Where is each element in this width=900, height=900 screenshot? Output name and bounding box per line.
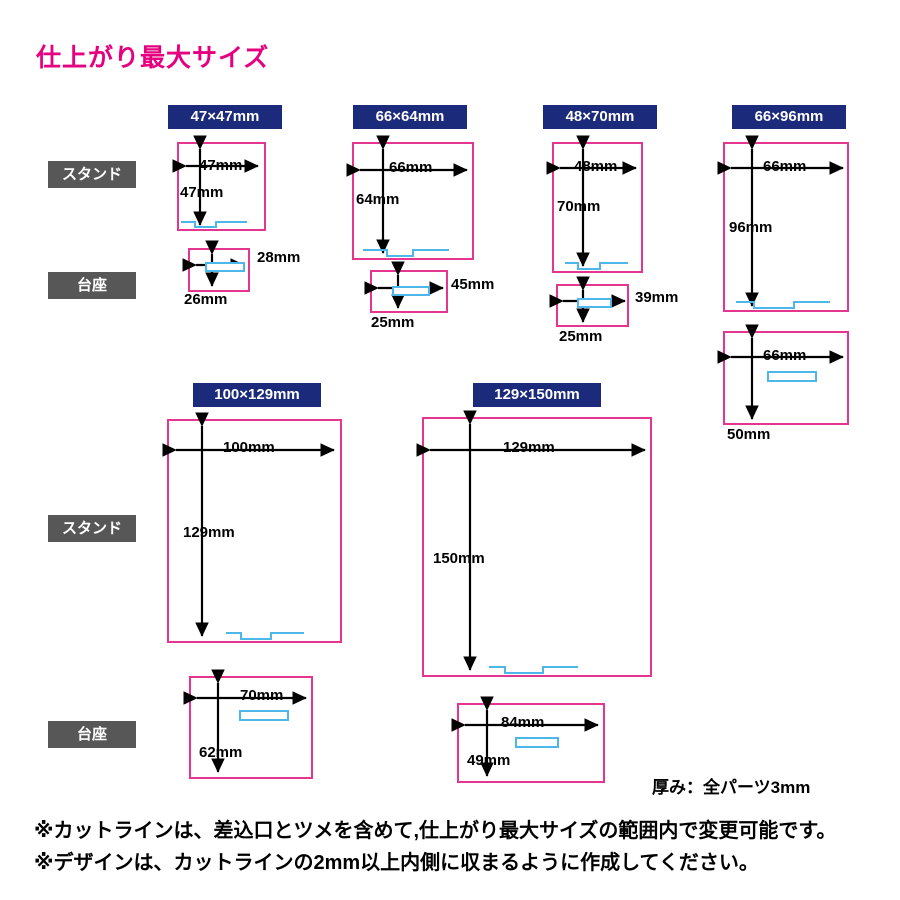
dim-47x47-base-width: 28mm: [256, 249, 302, 266]
row-label-stand-bottom: スタンド: [48, 515, 136, 542]
dim-66x96-base-height: 50mm: [726, 426, 772, 443]
dim-100x129-height: 129mm: [182, 524, 236, 541]
dim-66x64-width: 66mm: [388, 159, 434, 176]
dim-48x70-base-width: 39mm: [634, 289, 680, 306]
dim-48x70-width: 48mm: [573, 158, 619, 175]
column-header-100x129: 100×129mm: [193, 383, 321, 407]
page-title: 仕上がり最大サイズ: [36, 44, 270, 72]
base-outline-47x47: [188, 248, 250, 292]
dim-129x150-height: 150mm: [432, 550, 486, 567]
column-header-66x64: 66×64mm: [353, 105, 467, 129]
dim-100x129-base-height: 62mm: [198, 744, 244, 761]
base-outline-66x96: [723, 331, 849, 425]
dim-66x96-height: 96mm: [728, 219, 774, 236]
dim-129x150-width: 129mm: [502, 439, 556, 456]
dim-47x47-height: 47mm: [179, 184, 225, 201]
row-label-stand-top: スタンド: [48, 161, 136, 188]
dim-66x96-width: 66mm: [762, 158, 808, 175]
dim-47x47-width: 47mm: [198, 157, 244, 174]
dim-66x64-base-height: 25mm: [370, 314, 416, 331]
stand-outline-129x150: [422, 417, 652, 677]
dim-129x150-base-height: 49mm: [466, 752, 512, 769]
dim-100x129-width: 100mm: [222, 439, 276, 456]
column-header-129x150: 129×150mm: [473, 383, 601, 407]
base-outline-48x70: [556, 284, 629, 327]
column-header-47x47: 47×47mm: [168, 105, 282, 129]
column-header-48x70: 48×70mm: [543, 105, 657, 129]
dim-129x150-base-width: 84mm: [500, 714, 546, 731]
dim-47x47-base-height: 26mm: [183, 291, 229, 308]
base-outline-66x64: [370, 270, 448, 313]
dim-48x70-height: 70mm: [556, 198, 602, 215]
note-cutline: ※カットラインは、差込口とツメを含めて,仕上がり最大サイズの範囲内で変更可能です…: [34, 820, 837, 842]
column-header-66x96: 66×96mm: [732, 105, 846, 129]
row-label-base-bottom: 台座: [48, 721, 136, 748]
row-label-base-top: 台座: [48, 272, 136, 299]
dim-66x64-height: 64mm: [355, 191, 401, 208]
dim-100x129-base-width: 70mm: [239, 687, 285, 704]
dim-48x70-base-height: 25mm: [558, 328, 604, 345]
thickness-note: 厚み：全パーツ3mm: [652, 778, 811, 797]
dim-66x64-base-width: 45mm: [450, 276, 496, 293]
note-design-margin: ※デザインは、カットラインの2mm以上内側に収まるように作成してください。: [34, 852, 759, 874]
dim-66x96-base-width: 66mm: [762, 347, 808, 364]
